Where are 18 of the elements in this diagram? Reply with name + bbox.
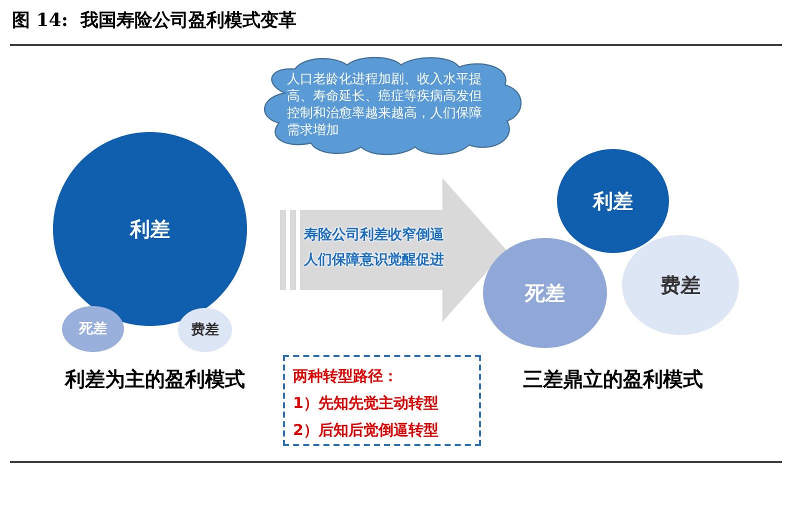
circle-label: 利差 <box>130 216 170 242</box>
circle-label: 死差 <box>79 320 107 338</box>
note-text: 2）后知后觉倒逼转型 <box>293 420 440 441</box>
figure-title: 图 14: 我国寿险公司盈利模式变革 <box>12 9 296 32</box>
model-caption: 三差鼎立的盈利模式 <box>522 366 704 393</box>
arrow-text: 人们保障意识觉醒促进 <box>304 251 444 269</box>
circle-label: 费差 <box>191 321 219 339</box>
circle-label: 死差 <box>525 280 565 306</box>
arrow-text: 寿险公司利差收窄倒逼 <box>304 226 444 244</box>
cloud-text: 人口老龄化进程加剧、收入水平提高、寿命延长、癌症等疾病高发但控制和治愈率越来越高，人们保障需求增加 <box>287 71 483 139</box>
block-arrow <box>280 178 506 322</box>
note-text: 两种转型路径： <box>293 366 399 387</box>
circle-label: 费差 <box>660 272 700 298</box>
model-caption: 利差为主的盈利模式 <box>64 366 246 393</box>
note-text: 1）先知先觉主动转型 <box>293 393 440 414</box>
circle-shape <box>178 308 232 352</box>
circle-label: 利差 <box>593 188 633 214</box>
note-box <box>283 355 481 446</box>
